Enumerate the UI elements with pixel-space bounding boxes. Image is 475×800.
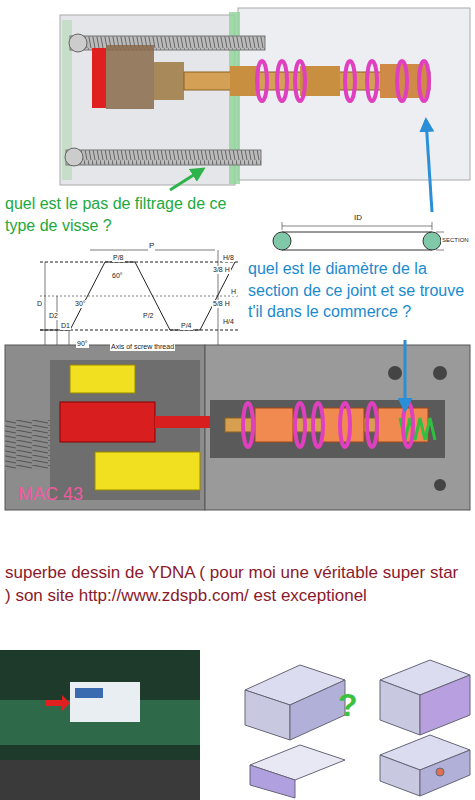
valve-cutaway	[5, 340, 470, 510]
question-mark: ?	[338, 684, 358, 727]
question-text: quel est le pas de filtrage de ce type d…	[5, 193, 240, 236]
dimension-label: ID	[353, 214, 363, 223]
dimension-label: SECTION	[441, 237, 470, 244]
dimension-label: H	[230, 288, 237, 296]
question-text: quel est le diamètre de la section de ce…	[248, 258, 470, 323]
dimension-label: P	[148, 242, 155, 251]
model-label: MAC 43	[18, 482, 83, 506]
o-ring-section	[273, 222, 444, 250]
credit-note: superbe dessin de YDNA ( pour moi une vé…	[5, 562, 467, 608]
dimension-label: 90°	[76, 340, 89, 348]
dimension-label: D2	[48, 312, 59, 320]
dimension-label: H/8	[222, 254, 235, 262]
dimension-label: P/2	[142, 312, 155, 320]
dimension-label: 3/8 H	[212, 266, 231, 274]
dimension-label: H/4	[222, 318, 235, 326]
axis-label: Axis of screw thread	[110, 343, 175, 351]
dimension-label: D	[36, 300, 43, 308]
dimension-label: 60°	[111, 272, 124, 280]
transparent-render	[60, 8, 470, 212]
thread-profile	[30, 250, 240, 352]
dimension-label: P/4	[180, 322, 193, 330]
dimension-label: D1	[60, 322, 71, 330]
dimension-label: 5/8 H	[212, 300, 231, 308]
valve-photo	[0, 650, 200, 800]
dimension-label: 30°	[74, 300, 87, 308]
block-sketches	[245, 660, 470, 798]
dimension-label: P/8	[112, 254, 125, 262]
